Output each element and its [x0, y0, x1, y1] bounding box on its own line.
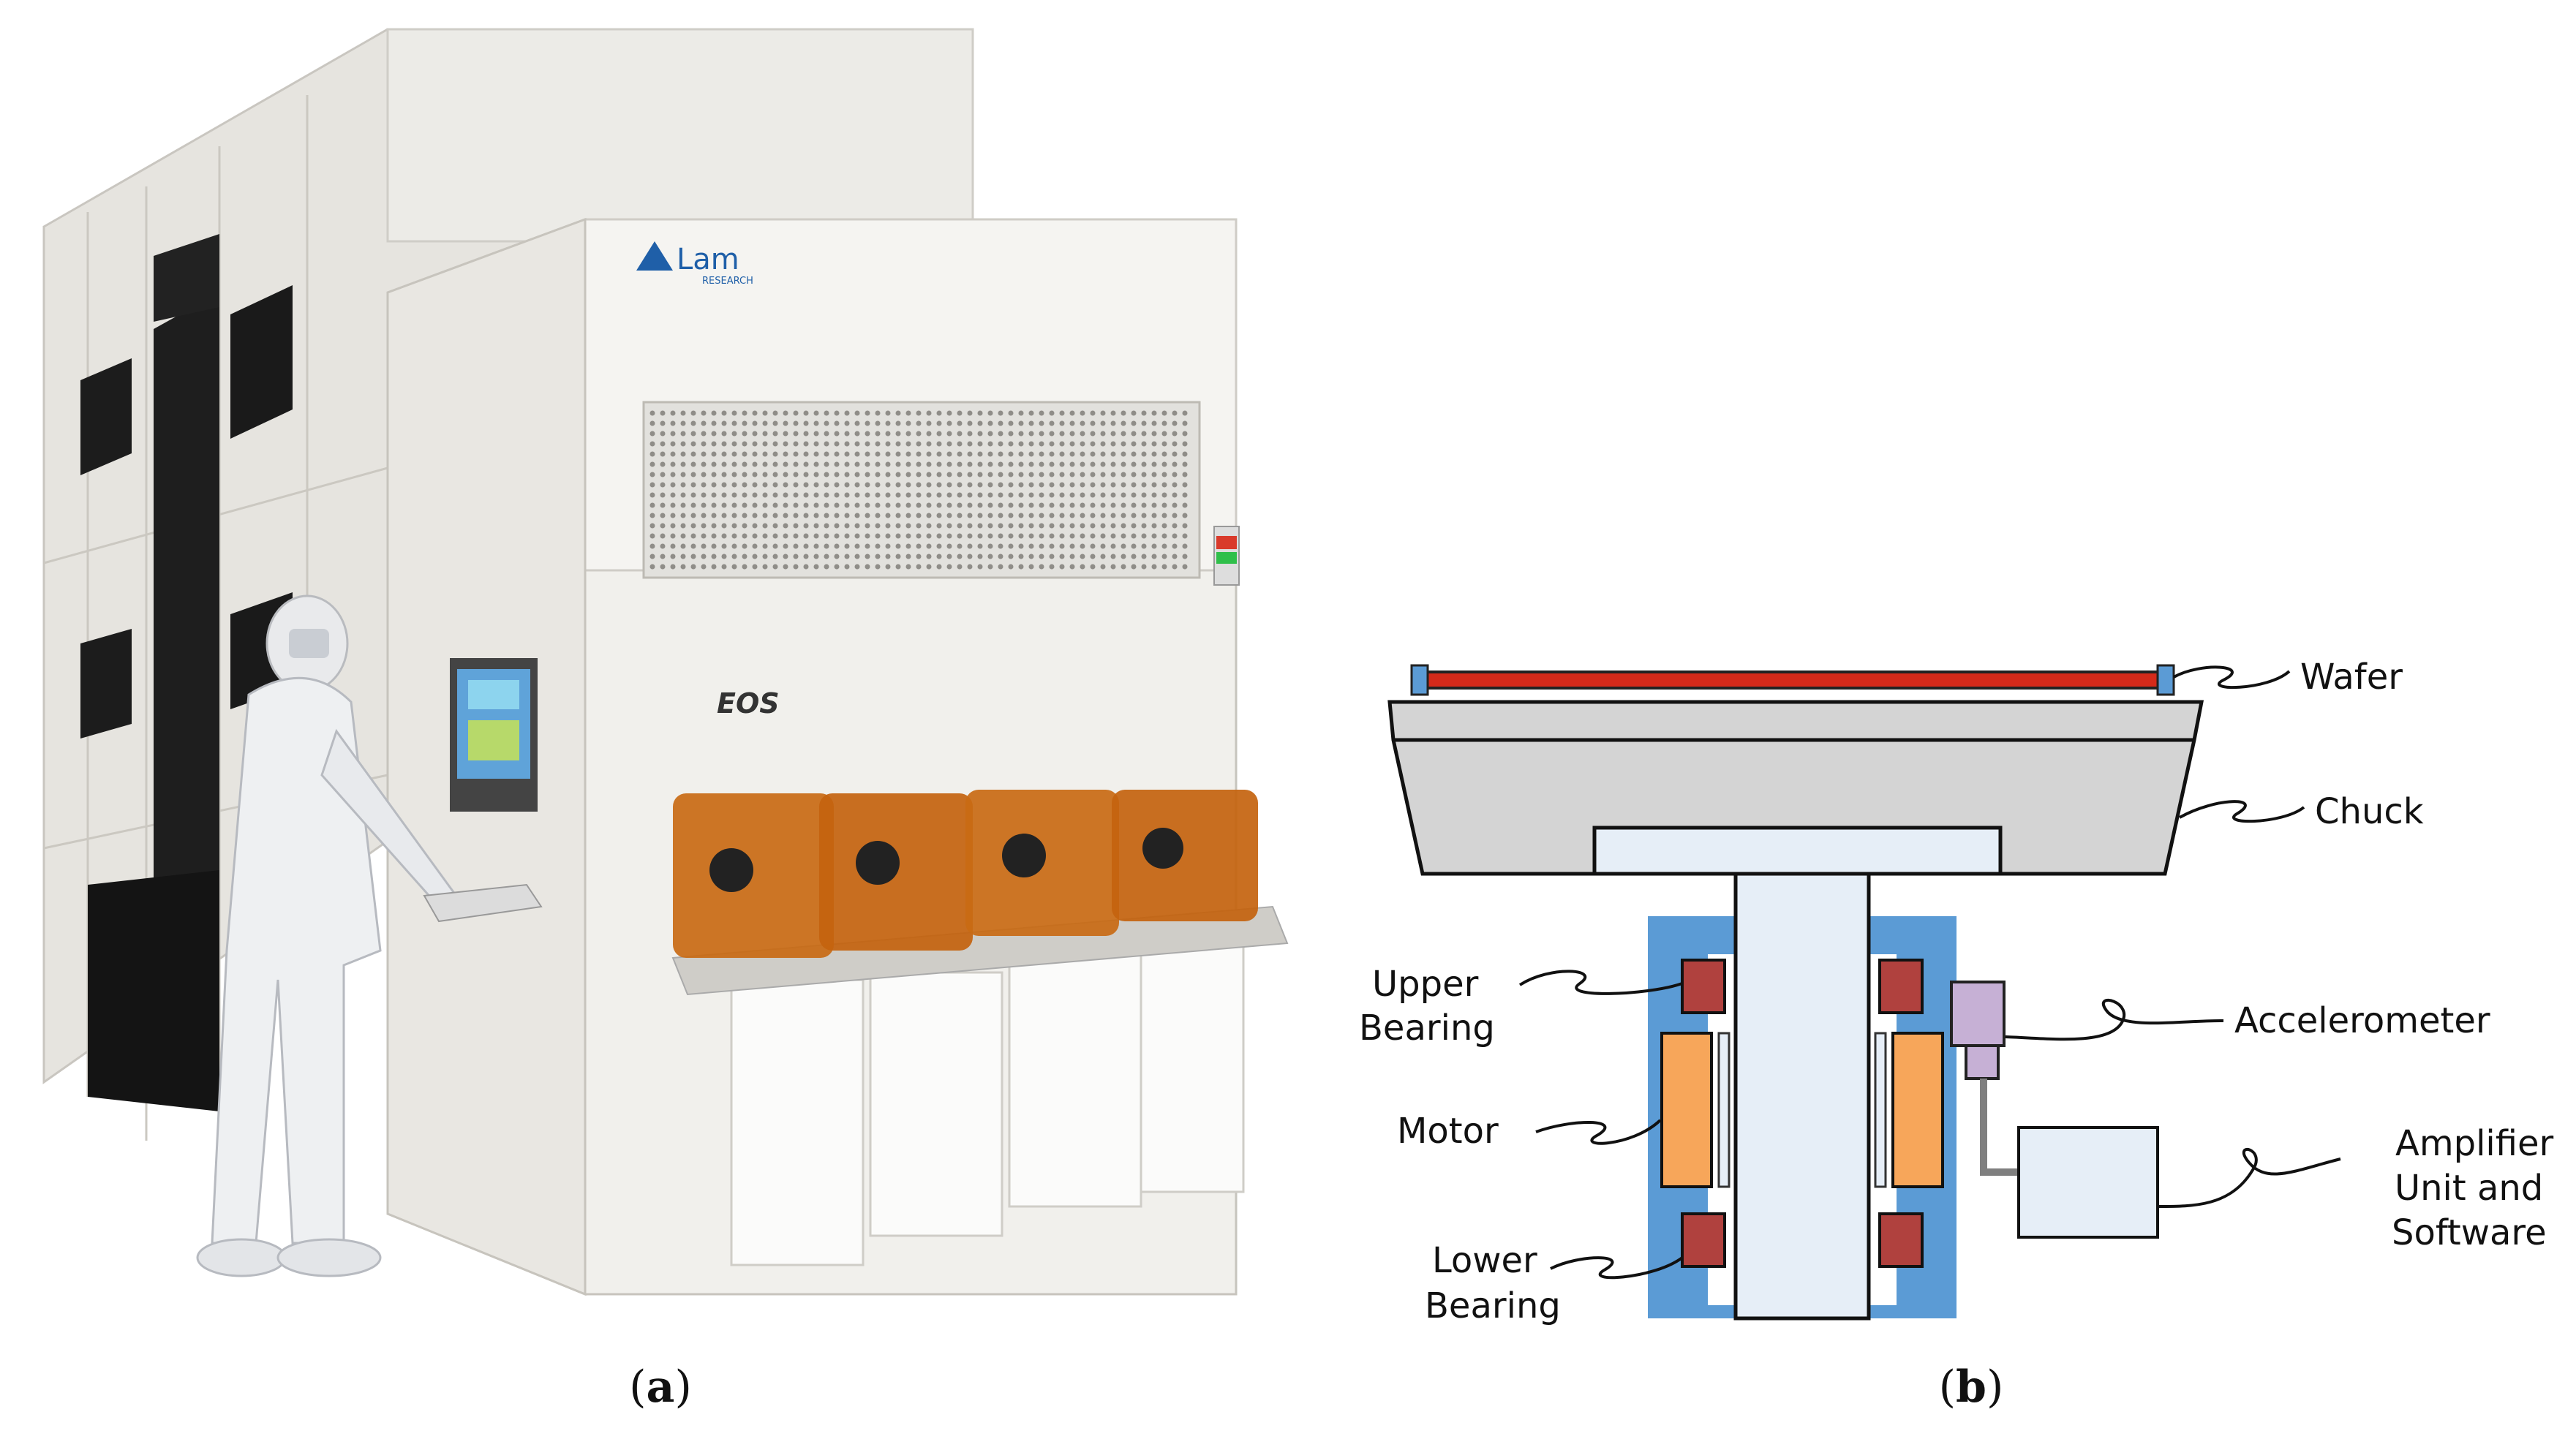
vent-dots [649, 410, 1188, 570]
label-amplifier-line3: Software [2392, 1212, 2547, 1253]
lam-logo-text: Lam [677, 243, 739, 276]
main-cabinet: Lam RESEARCH EOS [386, 217, 1289, 1296]
upper-bearing-right [1878, 959, 1924, 1014]
caption-b-letter: b [1956, 1361, 1986, 1413]
foup-pods [673, 790, 1258, 958]
leader-accelerometer [2005, 999, 2224, 1041]
leader-lower-bearing [1550, 1256, 1684, 1280]
wafer-clip-right [2156, 664, 2175, 696]
lam-logo-subtext: RESEARCH [702, 276, 753, 287]
label-upper-bearing-line1: Upper [1372, 964, 1479, 1005]
shaft [1733, 872, 1871, 1321]
accelerometer-connector [1965, 1044, 2000, 1080]
equipment-photo: Lam RESEARCH EOS [42, 28, 1289, 1296]
load-port-pedestals [671, 905, 1289, 1266]
accelerometer [1950, 981, 2006, 1047]
label-chuck: Chuck [2315, 791, 2424, 832]
motor-rotor-right [1874, 1032, 1887, 1188]
leader-upper-bearing [1518, 970, 1683, 995]
leader-amplifier [2157, 1147, 2341, 1208]
sensor-cable [1980, 1079, 2019, 1176]
caption-a: (a) [629, 1361, 692, 1413]
amplifier-unit [2017, 1126, 2159, 1239]
leader-motor [1535, 1119, 1662, 1145]
eos-badge: EOS [717, 687, 780, 720]
label-accelerometer: Accelerometer [2234, 1000, 2490, 1041]
chuck-hub [1592, 826, 2003, 876]
caption-a-letter: a [646, 1361, 675, 1413]
signal-tower [1213, 526, 1240, 586]
label-wafer: Wafer [2300, 657, 2403, 698]
leader-lines [1518, 665, 2341, 1280]
label-lower-bearing-line2: Bearing [1425, 1285, 1561, 1326]
lower-bearing-right [1878, 1212, 1924, 1268]
wafer-clip-left [1410, 664, 1429, 696]
label-upper-bearing-line2: Bearing [1359, 1008, 1495, 1049]
vent-grille [642, 401, 1201, 579]
label-amplifier-line1: Amplifier [2395, 1123, 2554, 1164]
leader-wafer [2173, 665, 2291, 690]
label-amplifier-line2: Unit and [2395, 1168, 2543, 1209]
caption-b: (b) [1938, 1361, 2004, 1413]
keyboard-tray [423, 883, 543, 923]
motor-rotor-left [1717, 1032, 1730, 1188]
operator-figure [196, 594, 455, 1277]
lower-bearing-left [1681, 1212, 1726, 1268]
label-lower-bearing-line1: Lower [1432, 1240, 1537, 1281]
upper-bearing-left [1681, 959, 1726, 1014]
label-motor: Motor [1397, 1111, 1499, 1152]
wafer [1417, 671, 2166, 690]
leader-chuck [2179, 800, 2305, 823]
motor-stator-left [1660, 1032, 1713, 1188]
motor-stator-right [1891, 1032, 1944, 1188]
lam-logo: Lam RESEARCH [636, 241, 753, 287]
